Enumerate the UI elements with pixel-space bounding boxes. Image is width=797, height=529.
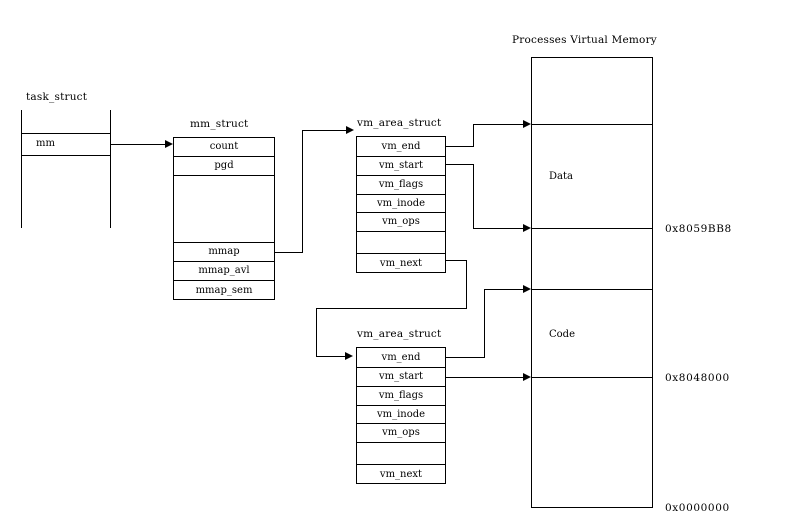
vma-first-row-vm-end: vm_end [357,137,445,157]
mm-struct-field-mmap-avl: mmap_avl [198,265,250,276]
vma-second-title: vm_area_struct [357,328,442,340]
arrowhead-vma1-next-to-vma2 [345,352,353,360]
connector-vma1-start-seg1 [446,164,474,165]
mm-struct-row-mmap-avl: mmap_avl [174,262,274,281]
connector-vma2-end-seg3 [484,289,525,290]
vma-first-field-vm-ops: vm_ops [382,216,420,227]
vma-first-row-vm-ops: vm_ops [357,213,445,232]
connector-vma1-end-seg1 [446,146,474,147]
vma-second-field-vm-end: vm_end [381,351,421,363]
memory-box [531,57,653,508]
mm-struct-row-mmap-sem: mmap_sem [174,281,274,301]
task-struct-right-rail [110,110,111,228]
vma-second-field-vm-next: vm_next [379,469,423,480]
connector-vma2-end-seg2 [484,289,485,358]
memory-region-label-data: Data [549,171,573,182]
vma-second-row-vm-ops: vm_ops [357,424,445,443]
memory-address-code-bottom: 0x8048000 [665,372,730,384]
vma-first-row-vm-flags: vm_flags [357,176,445,195]
memory-divider-data-top [531,124,653,125]
vma-second-row-vm-start: vm_start [357,368,445,387]
connector-vma2-start-seg1 [446,377,525,378]
vma-second-field-vm-inode: vm_inode [376,408,426,420]
connector-mmap-seg2 [302,130,303,253]
mm-struct-field-pgd: pgd [214,160,234,171]
arrowhead-vma1-start-to-data-bottom [523,224,531,232]
task-struct-left-rail [21,110,22,228]
memory-region-label-code: Code [549,329,575,340]
task-struct-title: task_struct [26,91,88,103]
task-struct-mm-top-rule [21,133,111,134]
arrowhead-vma2-end-to-code-top [523,285,531,293]
connector-vma1-next-seg5 [316,356,346,357]
vma-first-field-vm-next: vm_next [379,258,423,269]
mm-struct-field-mmap-sem: mmap_sem [195,285,253,296]
vma-second-box: vm_end vm_start vm_flags vm_inode vm_ops… [356,347,446,484]
connector-vma1-start-seg2 [473,164,474,229]
connector-vma1-next-seg3 [316,308,467,309]
vma-first-row-vm-inode: vm_inode [357,195,445,213]
arrowhead-mmap-to-vma1 [346,126,354,134]
memory-divider-code-top [531,289,653,290]
vma-second-row-vm-next: vm_next [357,465,445,485]
arrowhead-vma1-end-to-data-top [523,120,531,128]
vma-first-field-vm-flags: vm_flags [378,179,424,190]
arrowhead-mm-to-mmstruct [165,140,173,148]
vma-first-field-vm-inode: vm_inode [376,197,426,209]
vma-first-row-vm-next: vm_next [357,254,445,274]
memory-divider-code-bottom [531,377,653,378]
memory-address-data-bottom: 0x8059BB8 [665,223,732,235]
connector-vma1-start-seg3 [473,228,525,229]
vma-second-field-vm-ops: vm_ops [382,427,420,438]
connector-vma1-next-seg4 [316,308,317,356]
vma-second-row-vm-end: vm_end [357,348,445,368]
vma-first-row-vm-start: vm_start [357,157,445,176]
connector-mmap-seg3 [302,130,346,131]
mm-struct-title: mm_struct [190,118,249,130]
arrowhead-vma2-start-to-code-bottom [523,373,531,381]
mm-struct-row-spacer [174,176,274,243]
mm-struct-field-count: count [209,141,239,152]
mm-struct-box: count pgd mmap mmap_avl mmap_sem [173,137,275,300]
memory-divider-data-bottom [531,228,653,229]
mm-struct-row-pgd: pgd [174,157,274,176]
connector-vma1-next-seg1 [446,260,467,261]
task-struct-mm-bottom-rule [21,155,111,156]
connector-vma1-end-seg2 [473,124,474,147]
mm-struct-field-mmap: mmap [208,246,240,257]
vma-second-field-vm-start: vm_start [378,371,424,382]
vma-first-box: vm_end vm_start vm_flags vm_inode vm_ops… [356,136,446,273]
task-struct-field-mm: mm [36,138,55,149]
vma-second-row-vm-inode: vm_inode [357,406,445,424]
memory-title: Processes Virtual Memory [512,34,657,46]
connector-vma1-end-seg3 [473,124,525,125]
vma-first-field-vm-start: vm_start [378,160,424,171]
mm-struct-row-count: count [174,138,274,157]
connector-vma2-end-seg1 [446,357,485,358]
vma-first-row-spacer [357,232,445,254]
memory-address-zero: 0x0000000 [665,502,730,514]
vma-first-field-vm-end: vm_end [381,140,421,152]
connector-mmap-seg1 [275,252,303,253]
connector-mm-to-mmstruct [110,144,167,145]
connector-vma1-next-seg2 [466,260,467,309]
mm-struct-row-mmap: mmap [174,243,274,262]
vma-first-title: vm_area_struct [357,117,442,129]
vma-second-row-spacer [357,443,445,465]
vma-second-row-vm-flags: vm_flags [357,387,445,406]
vma-second-field-vm-flags: vm_flags [378,390,424,401]
